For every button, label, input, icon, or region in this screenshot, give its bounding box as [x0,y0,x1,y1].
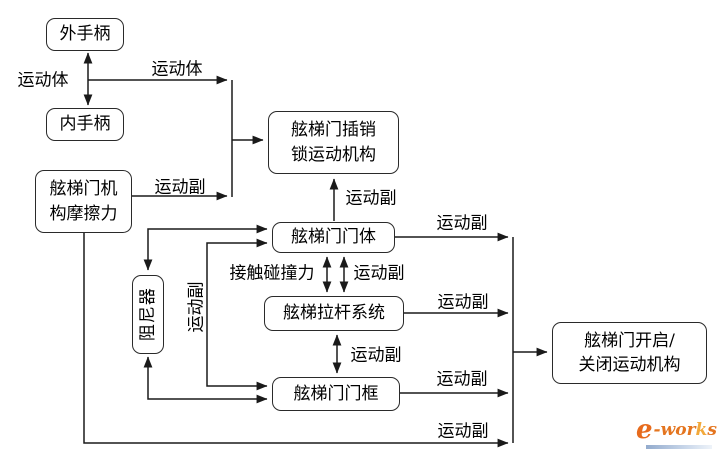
node-latch-lock-line2: 锁运动机构 [291,144,376,165]
eworks-logo-k: k [695,420,708,440]
edge-damper-frame [143,356,268,404]
edge-label-moving-body-link: 运动体 [151,59,203,80]
node-open-close-line2: 关闭运动机构 [578,355,681,375]
eworks-logo-e: e [636,415,653,445]
edge-label-pair-body-out: 运动副 [436,213,488,234]
edge-label-pair-friction: 运动副 [154,177,206,198]
eworks-logo-underline [646,445,712,449]
edge-label-moving-body-left: 运动体 [17,70,69,91]
eworks-logo-wor: wor [660,420,696,440]
node-inner-handle-label: 内手柄 [59,114,111,135]
node-open-close-mechanism: 舷梯门开启/ 关闭运动机构 [552,322,707,384]
node-outer-handle: 外手柄 [46,18,124,51]
edge-label-pair-body-rod: 运动副 [353,263,405,284]
node-outer-handle-label: 外手柄 [59,24,111,45]
eworks-logo: e-works [636,417,722,449]
node-friction: 舷梯门机 构摩擦力 [35,170,132,233]
edge-label-pair-frame-body-vertical: 运动副 [186,281,207,333]
node-door-frame: 舷梯门门框 [272,377,400,411]
node-latch-lock: 舷梯门插销 锁运动机构 [268,111,399,174]
node-latch-lock-line1: 舷梯门插销 [291,120,376,141]
edge-damper-body [143,224,268,271]
edge-label-pair-latch: 运动副 [345,188,397,209]
eworks-logo-text: e-works [636,417,722,443]
eworks-logo-s: s [707,420,717,440]
edge-friction-bottom-out [83,233,509,448]
node-door-frame-label: 舷梯门门框 [293,383,379,404]
node-tie-rod-system-label: 舷梯拉杆系统 [283,303,385,324]
node-damper-label: 阻尼器 [137,287,158,342]
node-friction-line2: 构摩擦力 [49,203,118,224]
node-door-body: 舷梯门门体 [272,222,395,253]
node-open-close-line1: 舷梯门开启/ [584,330,675,351]
node-inner-handle: 内手柄 [46,108,124,141]
node-friction-line1: 舷梯门机 [49,179,118,200]
node-door-body-label: 舷梯门门体 [291,227,376,248]
edge-label-contact-force: 接触碰撞力 [229,263,315,284]
edge-label-pair-rod-out: 运动副 [437,292,489,313]
node-tie-rod-system: 舷梯拉杆系统 [264,296,404,331]
edge-label-pair-friction-out: 运动副 [437,421,489,442]
eworks-logo-hyphen: - [653,420,661,440]
edge-label-pair-frame-out: 运动副 [436,369,488,390]
node-damper: 阻尼器 [132,275,164,354]
edge-label-pair-rod-frame: 运动副 [350,345,402,366]
